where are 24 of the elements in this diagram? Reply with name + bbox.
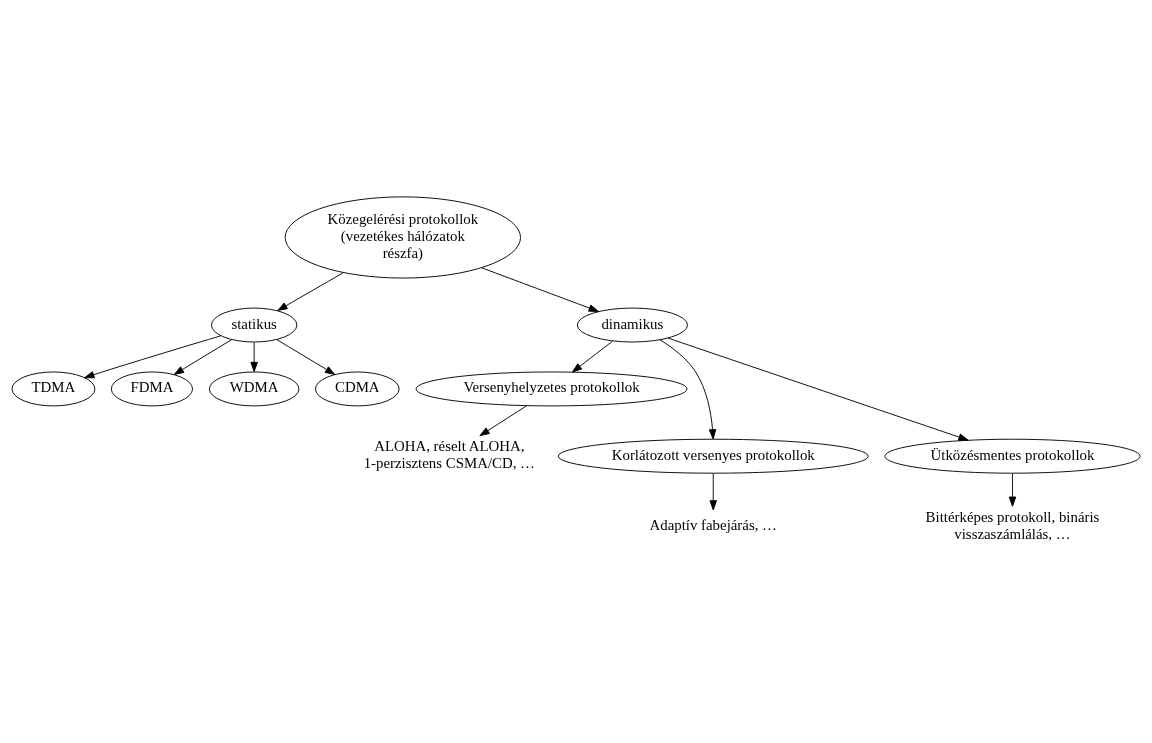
arrow [709, 472, 717, 510]
node-ellipse: WDMA [208, 371, 300, 406]
node-ellipse: statikus [211, 307, 298, 342]
node-ellipse: CDMA [315, 371, 400, 406]
node-ellipse: dinamikus [576, 307, 688, 342]
arrow [277, 271, 344, 311]
node-text: Adaptív fabejárás, … [649, 516, 777, 533]
node-text: Bittérképes protokoll, bináris visszaszámlálás, … [925, 508, 1100, 542]
arrow [250, 341, 258, 372]
node-ellipse: Közegelérési protokollok (vezetékes hálózatok részfa) [284, 195, 521, 278]
arrow [667, 337, 969, 441]
arrow [481, 266, 599, 312]
node-ellipse: Korlátozott versenyes protokollok [557, 438, 869, 474]
arrow [1008, 472, 1017, 507]
arrow [276, 338, 336, 375]
arrow [659, 338, 717, 439]
arrow [173, 338, 233, 375]
node-ellipse: Ütközésmentes protokollok [884, 438, 1141, 474]
arrow [571, 340, 613, 372]
arrow [479, 404, 527, 436]
node-text: ALOHA, réselt ALOHA, 1-perzisztens CSMA/CD, … [363, 437, 535, 471]
node-ellipse: FDMA [110, 371, 193, 406]
node-ellipse: Versenyhelyzetes protokollok [415, 371, 688, 406]
arrow [84, 334, 222, 378]
